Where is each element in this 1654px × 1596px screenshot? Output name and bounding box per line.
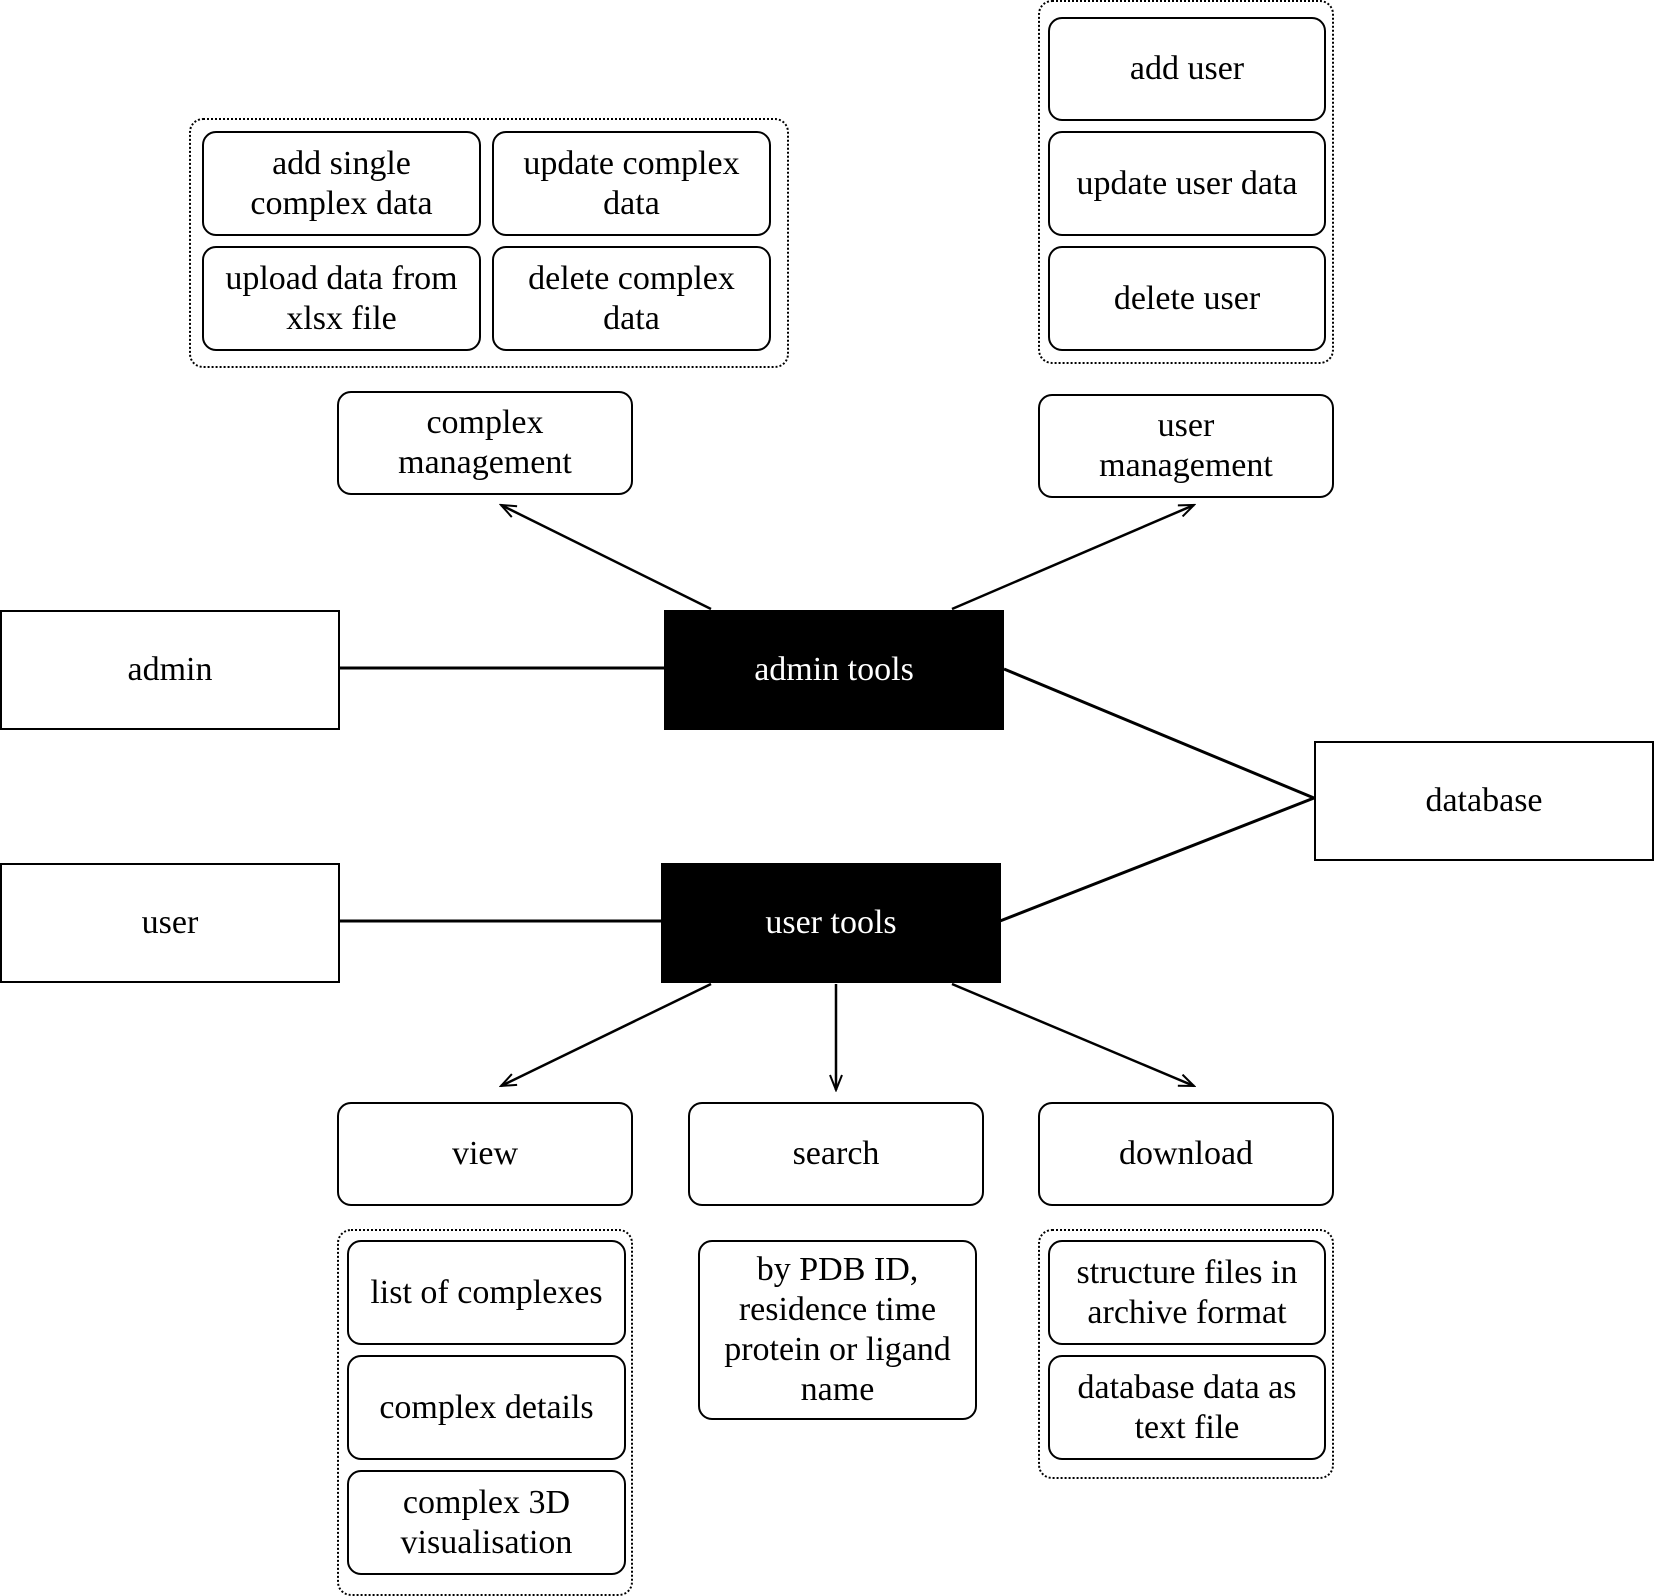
edge-admin-tools-to-database xyxy=(1003,667,1315,800)
user-label: user xyxy=(141,904,199,941)
download-node: download xyxy=(1038,1102,1334,1206)
search-label: search xyxy=(792,1135,880,1172)
delete-user-box: delete user xyxy=(1048,246,1326,351)
view-node: view xyxy=(337,1102,633,1206)
user-tools-node: user tools xyxy=(661,863,1001,983)
add-user-box: add user xyxy=(1048,17,1326,121)
upload-xlsx-box: upload data from xlsx file xyxy=(202,246,481,351)
complex-management-label: complex management xyxy=(398,404,572,481)
list-of-complexes-label: list of complexes xyxy=(370,1273,603,1311)
admin-node: admin xyxy=(0,610,340,730)
structure-files-box: structure files in archive format xyxy=(1048,1240,1326,1345)
list-of-complexes-box: list of complexes xyxy=(347,1240,626,1345)
admin-tools-node: admin tools xyxy=(664,610,1004,730)
update-complex-box: update complex data xyxy=(492,131,771,236)
upload-xlsx-label: upload data from xlsx file xyxy=(225,259,458,337)
search-criteria-box: by PDB ID, residence time protein or lig… xyxy=(698,1240,977,1420)
add-single-complex-label: add single complex data xyxy=(250,144,433,222)
download-items-group xyxy=(1038,1229,1334,1479)
arrow-to-view xyxy=(501,982,712,1086)
search-criteria-label: by PDB ID, residence time protein or lig… xyxy=(724,1251,951,1408)
complex-details-label: complex details xyxy=(379,1388,594,1426)
view-items-group xyxy=(337,1229,633,1596)
complex-management-node: complex management xyxy=(337,391,633,495)
database-label: database xyxy=(1425,782,1543,819)
arrow-to-download xyxy=(951,982,1194,1088)
delete-complex-label: delete complex data xyxy=(528,259,735,337)
edge-user-tools-to-database xyxy=(999,796,1315,923)
complex-3d-visualisation-label: complex 3D visualisation xyxy=(400,1483,573,1561)
complex-details-box: complex details xyxy=(347,1355,626,1460)
complex-3d-visualisation-box: complex 3D visualisation xyxy=(347,1470,626,1575)
update-complex-label: update complex data xyxy=(523,144,740,222)
download-label: download xyxy=(1118,1135,1254,1172)
add-single-complex-box: add single complex data xyxy=(202,131,481,236)
user-management-actions-group xyxy=(1038,0,1334,364)
database-text-file-label: database data as text file xyxy=(1077,1368,1297,1446)
complex-management-actions-group xyxy=(189,118,789,368)
admin-label: admin xyxy=(127,651,213,688)
view-label: view xyxy=(451,1135,519,1172)
database-text-file-box: database data as text file xyxy=(1048,1355,1326,1460)
delete-user-label: delete user xyxy=(1113,279,1261,317)
database-node: database xyxy=(1314,741,1654,861)
search-node: search xyxy=(688,1102,984,1206)
update-user-box: update user data xyxy=(1048,131,1326,236)
admin-tools-label: admin tools xyxy=(754,651,914,688)
user-management-node: user management xyxy=(1038,394,1334,498)
structure-files-label: structure files in archive format xyxy=(1076,1253,1298,1331)
update-user-label: update user data xyxy=(1076,164,1298,202)
delete-complex-box: delete complex data xyxy=(492,246,771,351)
user-management-label: user management xyxy=(1099,407,1273,484)
add-user-label: add user xyxy=(1129,50,1245,87)
arrow-to-complex-management xyxy=(501,505,712,611)
arrow-to-user-management xyxy=(951,503,1194,611)
user-node: user xyxy=(0,863,340,983)
user-tools-label: user tools xyxy=(765,904,897,941)
